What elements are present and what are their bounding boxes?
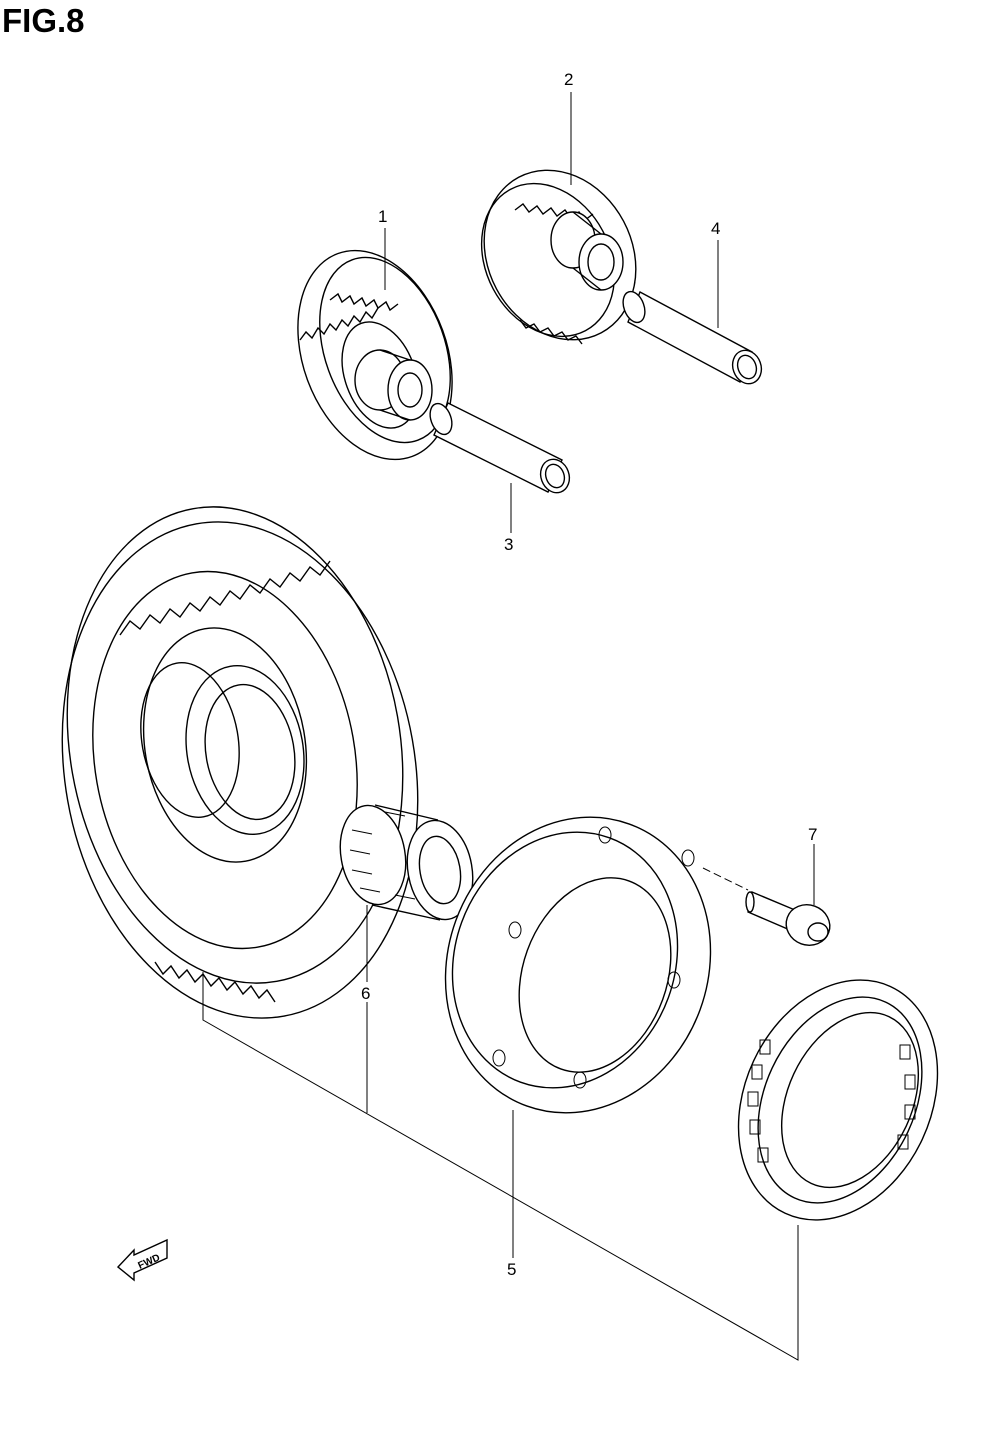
idler-gear-1 <box>297 249 453 461</box>
bolt-7 <box>702 867 831 946</box>
callout-6: 6 <box>361 984 370 1003</box>
idler-gear-2 <box>480 169 637 345</box>
clutch-housing-5 <box>444 816 712 1114</box>
callout-3: 3 <box>504 535 513 554</box>
one-way-clutch <box>737 979 939 1221</box>
needle-bearing-6 <box>339 804 474 921</box>
callout-4: 4 <box>711 219 720 238</box>
assembly-bracket <box>202 972 799 1361</box>
starter-clutch-gear <box>61 506 419 1019</box>
leader-lines <box>202 92 815 1361</box>
callout-7: 7 <box>808 825 817 844</box>
fwd-arrow-icon <box>116 1238 168 1282</box>
fwd-direction-indicator: FWD <box>116 1238 168 1282</box>
shaft-4 <box>622 290 763 385</box>
callout-5: 5 <box>507 1260 516 1279</box>
figure-title: FIG.8 <box>2 2 85 39</box>
callout-labels: 2 1 4 3 7 6 5 <box>361 70 817 1279</box>
shaft-3 <box>429 402 571 494</box>
callout-1: 1 <box>378 207 387 226</box>
callout-2: 2 <box>564 70 573 89</box>
